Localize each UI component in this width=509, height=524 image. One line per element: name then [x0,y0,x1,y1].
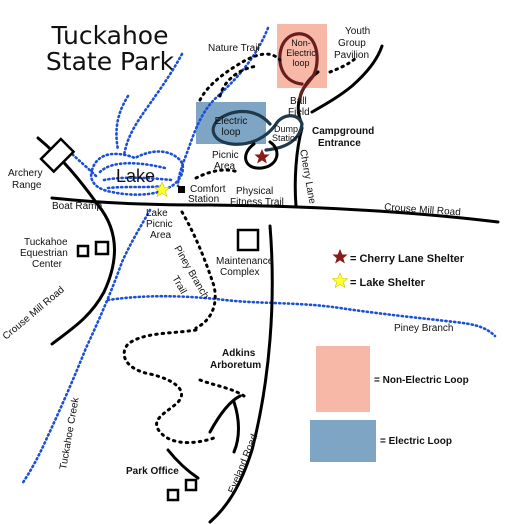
equestrian-center-label-line1: Tuckahoe [24,237,68,248]
youth-pavilion-trail [328,54,360,74]
legend-non-electric-swatch [316,346,370,412]
nature-trail-label: Nature Trail [208,43,260,54]
maintenance-complex-label-line1: Maintenance [216,256,274,267]
maintenance-complex-label-line2: Complex [220,267,259,278]
arboretum-trail [122,328,216,444]
nature-trail [198,52,282,102]
archery-range-building [39,137,76,174]
buildings [39,137,260,502]
nw-feeder-creek [122,52,184,158]
eveland-road [208,224,274,524]
crouse-mill-road-main [50,196,500,224]
piney-branch-trail [180,210,217,330]
cherry-lane [293,126,304,208]
comfort-station-label-line2: Station [188,194,219,205]
campground-entrance-label-line1: Campground [312,126,374,137]
tuckahoe-creek [20,208,152,486]
picnic-area-label-line2: Area [214,161,236,172]
physical-fitness-trail [194,168,240,180]
comfort-station-icon [178,186,185,193]
piney-branch-label: Piney Branch [394,323,453,334]
legend-cherry-lane-shelter-label: = Cherry Lane Shelter [350,253,465,265]
park-office-label: Park Office [126,466,179,477]
non-electric-loop-label-line2: Electric [286,48,316,58]
equestrian-building-2 [94,240,110,256]
non-electric-loop-label-line3: loop [292,58,309,68]
adkins-arboretum-label-line1: Adkins [222,348,256,359]
park-office-building-2 [184,478,198,492]
legend-lake-shelter-label: = Lake Shelter [350,277,426,289]
youth-pavilion-label-line2: Group [338,38,366,49]
boat-ramp-label: Boat Ramp [52,201,102,212]
electric-loop-label-line2: loop [222,127,241,138]
legend-cherry-lane-star-icon [332,249,348,264]
lake-label: Lake [116,166,155,186]
legend-electric-label: = Electric Loop [380,436,452,447]
fitness-trail-label-line1: Physical [236,186,273,197]
archery-range-label-line1: Archery [8,168,42,179]
adkins-arboretum-label-line2: Arboretum [210,360,261,371]
crouse-mill-road-west-label: Crouse Mill Road [1,285,67,343]
dump-station-label-line1: Dump [274,124,298,134]
non-electric-loop-label-line1: Non- [291,38,311,48]
archery-range-label-line2: Range [12,180,42,191]
lake-shelter-star-icon [153,181,171,198]
picnic-loop [244,140,279,170]
youth-pavilion-label-line3: Pavilion [334,50,369,61]
piney-branch-creek [106,294,497,338]
electric-loop-label-line1: Electric [215,116,248,127]
equestrian-building-1 [76,244,90,258]
lake-picnic-label-line1: Lake [146,208,168,219]
piney-branch-trail-label-line2: Trail [169,274,188,296]
crouse-mill-road-east-label: Crouse Mill Road [384,202,461,218]
legend-non-electric-label: = Non-Electric Loop [374,375,469,386]
boat-ramp-spur [36,136,100,207]
cherry-lane-shelter-star-icon [254,149,270,164]
eveland-road-label: Eveland Road [227,433,261,495]
electric-loop [211,110,304,152]
crouse-mill-road-west [50,203,116,346]
map-title-line1: Tuckahoe [51,21,169,50]
dump-station-label-line2: Station [272,133,300,143]
equestrian-center-label-line2: Equestrian [20,248,68,259]
lake-shoreline [89,150,185,196]
picnic-area-label-line1: Picnic [212,150,239,161]
equestrian-center-label-line3: Center [32,259,63,270]
arboretum-drive [208,394,242,454]
ball-field-label-line2: Field [288,107,310,118]
north-feeder-creek [176,26,270,188]
youth-pavilion-label-line1: Youth [345,26,370,37]
nature-trail-loop [218,64,260,98]
campground-entrance-label-line2: Entrance [318,138,361,149]
trail-network [122,52,360,444]
park-office-road [166,448,200,480]
lake-inner-fill [98,161,174,190]
arboretum-trail-east [198,378,246,398]
legend: = Cherry Lane Shelter = Lake Shelter = N… [310,249,469,462]
ball-field-label-line1: Ball [290,96,307,107]
fitness-trail-label-line2: Fitness Trail [230,197,284,208]
map-title-line2: State Park [46,47,175,76]
legend-lake-shelter-star-icon [331,272,349,289]
road-network [36,44,500,524]
park-office-building-1 [166,488,180,502]
maintenance-building [236,228,260,252]
legend-electric-swatch [310,420,376,462]
lake-picnic-label-line2: Picnic [146,219,173,230]
campground-road [310,44,384,114]
lake-picnic-label-line3: Area [150,230,172,241]
cherry-lane-label: Cherry Lane [297,149,317,206]
comfort-station-label-line1: Comfort [190,184,226,195]
